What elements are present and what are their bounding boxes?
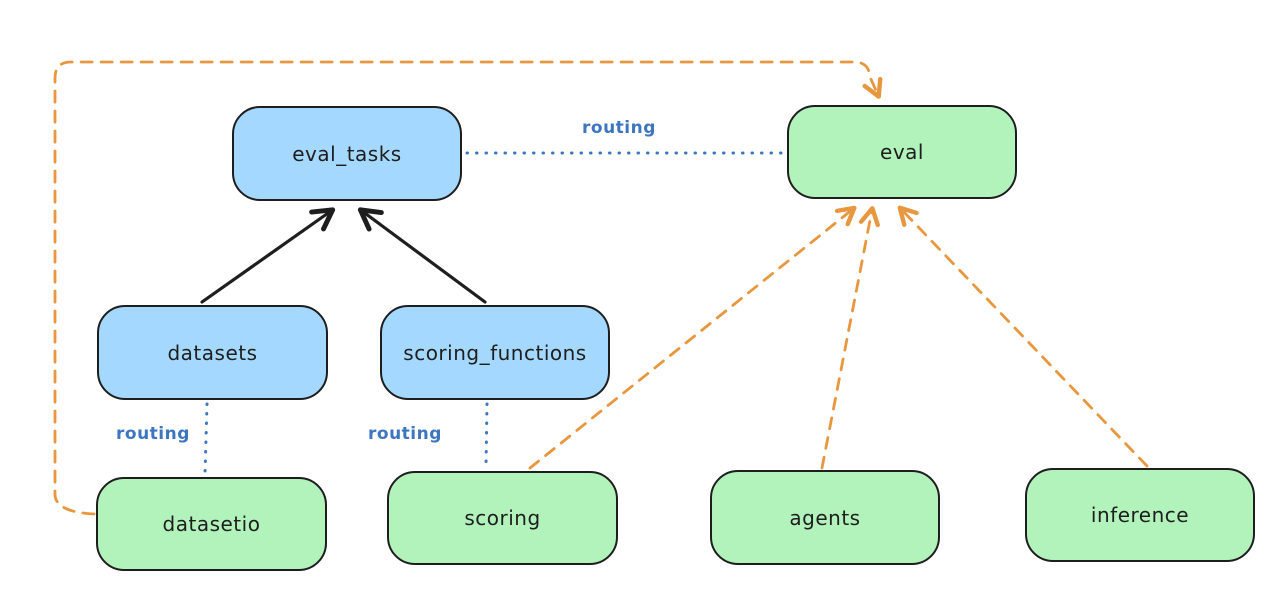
edge-datasetio-to-eval: [53, 60, 883, 516]
edge-label-routing-eval_tasks-eval: routing: [582, 118, 656, 138]
node-eval_tasks: eval_tasks: [232, 106, 462, 201]
edge-datasets-to-datasetio-routing: [203, 402, 209, 476]
edge-inference-to-eval: [897, 205, 1149, 468]
node-inference: inference: [1025, 468, 1255, 562]
node-agents: agents: [710, 470, 940, 565]
node-scoring: scoring: [387, 471, 618, 565]
edge-datasets-to-eval_tasks: [200, 207, 336, 304]
edge-scoring_functions-to-scoring-routing: [484, 402, 489, 469]
edge-scoring-to-eval: [528, 205, 857, 470]
edge-scoring_functions-to-eval_tasks: [357, 207, 487, 304]
node-scoring_functions: scoring_functions: [380, 305, 610, 400]
edge-label-routing-datasets-datasetio: routing: [116, 424, 190, 444]
edge-agents-to-eval: [820, 206, 880, 470]
edge-label-routing-scoring_functions-scoring: routing: [368, 424, 442, 444]
node-eval: eval: [787, 105, 1017, 199]
node-datasetio: datasetio: [96, 477, 327, 571]
node-datasets: datasets: [97, 305, 328, 400]
